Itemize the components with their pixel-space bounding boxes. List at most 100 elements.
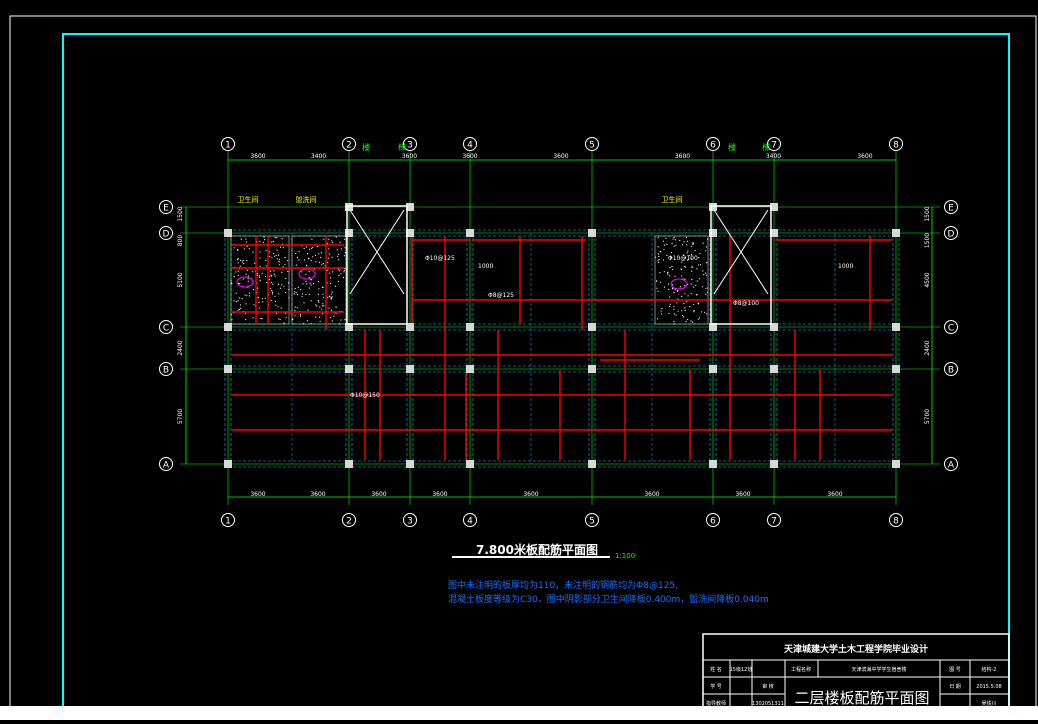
hatch-dot: [323, 305, 325, 307]
hatch-dot: [311, 279, 313, 281]
hatch-dot: [287, 282, 290, 284]
rebar-label: 1000: [838, 263, 853, 270]
drawing-scale: 1:100: [615, 552, 635, 560]
hatch-dot: [283, 322, 285, 324]
hatch-dot: [679, 239, 681, 242]
tb-cell: 吴铁川: [981, 700, 996, 707]
hatch-dot: [705, 293, 707, 295]
hatch-dot: [326, 269, 328, 272]
hatch-dot: [230, 280, 232, 282]
hatch-dot: [690, 245, 693, 247]
column: [892, 365, 900, 373]
hatch-dot: [661, 308, 663, 310]
column: [588, 229, 596, 237]
hatch-dot: [266, 281, 268, 284]
hatch-dot: [256, 274, 258, 276]
hatch-dot: [681, 275, 683, 277]
title-block: 天津城建大学土木工程学院毕业设计 姓 名 15级12班 工程名称 天津滨海中学学…: [702, 633, 1010, 717]
tb-cell: 工程名称: [791, 666, 811, 673]
axis-bubble-top: 8: [893, 141, 899, 151]
dim-left: 800: [177, 235, 184, 247]
hatch-dot: [673, 308, 675, 310]
column: [892, 323, 900, 331]
stair-left: [346, 205, 408, 325]
axis-bubble-top: 5: [589, 141, 595, 151]
hatch-dot: [683, 316, 685, 318]
hatch-dot: [306, 246, 308, 248]
hatch-dot: [691, 270, 693, 272]
hatch-dot: [681, 310, 683, 312]
column: [770, 203, 778, 211]
hatch-dot: [671, 265, 673, 268]
hatch-dot: [233, 247, 235, 249]
hatch-dot: [684, 284, 686, 287]
column: [224, 365, 232, 373]
column: [345, 203, 353, 211]
stair-label-right-2: 梯: [762, 142, 770, 152]
hatch-dot: [315, 316, 317, 318]
hatch-dot: [661, 313, 663, 315]
hatch-dot: [271, 257, 273, 259]
dim-top: 3600: [462, 153, 477, 160]
hatch-dot: [331, 256, 333, 258]
hatch-dot: [264, 297, 266, 299]
hatch-dot: [317, 280, 319, 283]
hatch-dot: [663, 286, 666, 288]
axis-bubble-left-circle: [159, 320, 173, 334]
hatch-dot: [684, 266, 687, 268]
dim-left: 5100: [177, 272, 184, 287]
axis-bubble-left: C: [163, 324, 169, 334]
hatch-dot: [703, 274, 705, 276]
hatch-dot: [684, 278, 686, 280]
hatch-dot: [288, 297, 290, 299]
column: [709, 229, 717, 237]
hatch-dot: [281, 238, 283, 240]
hatch-dot: [237, 258, 239, 260]
hatch-dot: [230, 282, 232, 284]
dim-bottom: 3600: [371, 491, 386, 498]
hatch-dot: [245, 273, 247, 275]
hatch-dot: [259, 240, 261, 242]
hatch-dot: [673, 321, 675, 323]
hatch-dot: [660, 281, 662, 283]
dim-bottom: 3600: [523, 491, 538, 498]
dim-top: 3600: [675, 153, 690, 160]
column: [406, 229, 414, 237]
hatch-dot: [704, 311, 706, 313]
hatch-dot: [659, 271, 661, 274]
hatch-dot: [303, 247, 305, 250]
hatch-dot: [311, 238, 313, 240]
axis-bubble-right-circle: [944, 200, 958, 214]
hatch-dot: [246, 294, 248, 296]
hatch-dot: [663, 248, 665, 250]
hatch-dot: [672, 288, 674, 290]
hatch-dot: [281, 284, 283, 286]
hatch-dot: [338, 268, 340, 270]
hatch-dot: [237, 259, 239, 261]
hatch-dot: [240, 238, 242, 240]
column: [709, 460, 717, 468]
hatch-dot: [308, 277, 310, 279]
hatch-dot: [318, 288, 320, 290]
hatch-dot: [335, 306, 337, 308]
axis-bubble-bottom: 8: [893, 517, 899, 527]
hatch-dot: [307, 258, 309, 260]
hatch-dot: [680, 268, 682, 270]
dim-top: 3600: [553, 153, 568, 160]
hatch-dot: [673, 313, 676, 315]
hatch-dot: [261, 318, 263, 320]
hatch-dot: [674, 289, 676, 291]
hatch-dot: [238, 297, 240, 299]
hatch-dot: [327, 297, 329, 299]
hatch-dot: [665, 237, 667, 239]
hatch-dot: [683, 265, 685, 267]
hatch-dot: [284, 257, 286, 259]
hatch-dot: [308, 293, 310, 295]
hatch-dot: [698, 257, 700, 259]
hatch-dot: [271, 241, 273, 243]
hatch-dot: [307, 253, 309, 255]
column: [588, 365, 596, 373]
axis-bubble-right-circle: [944, 362, 958, 376]
tb-cell: 姓 名: [710, 666, 722, 673]
